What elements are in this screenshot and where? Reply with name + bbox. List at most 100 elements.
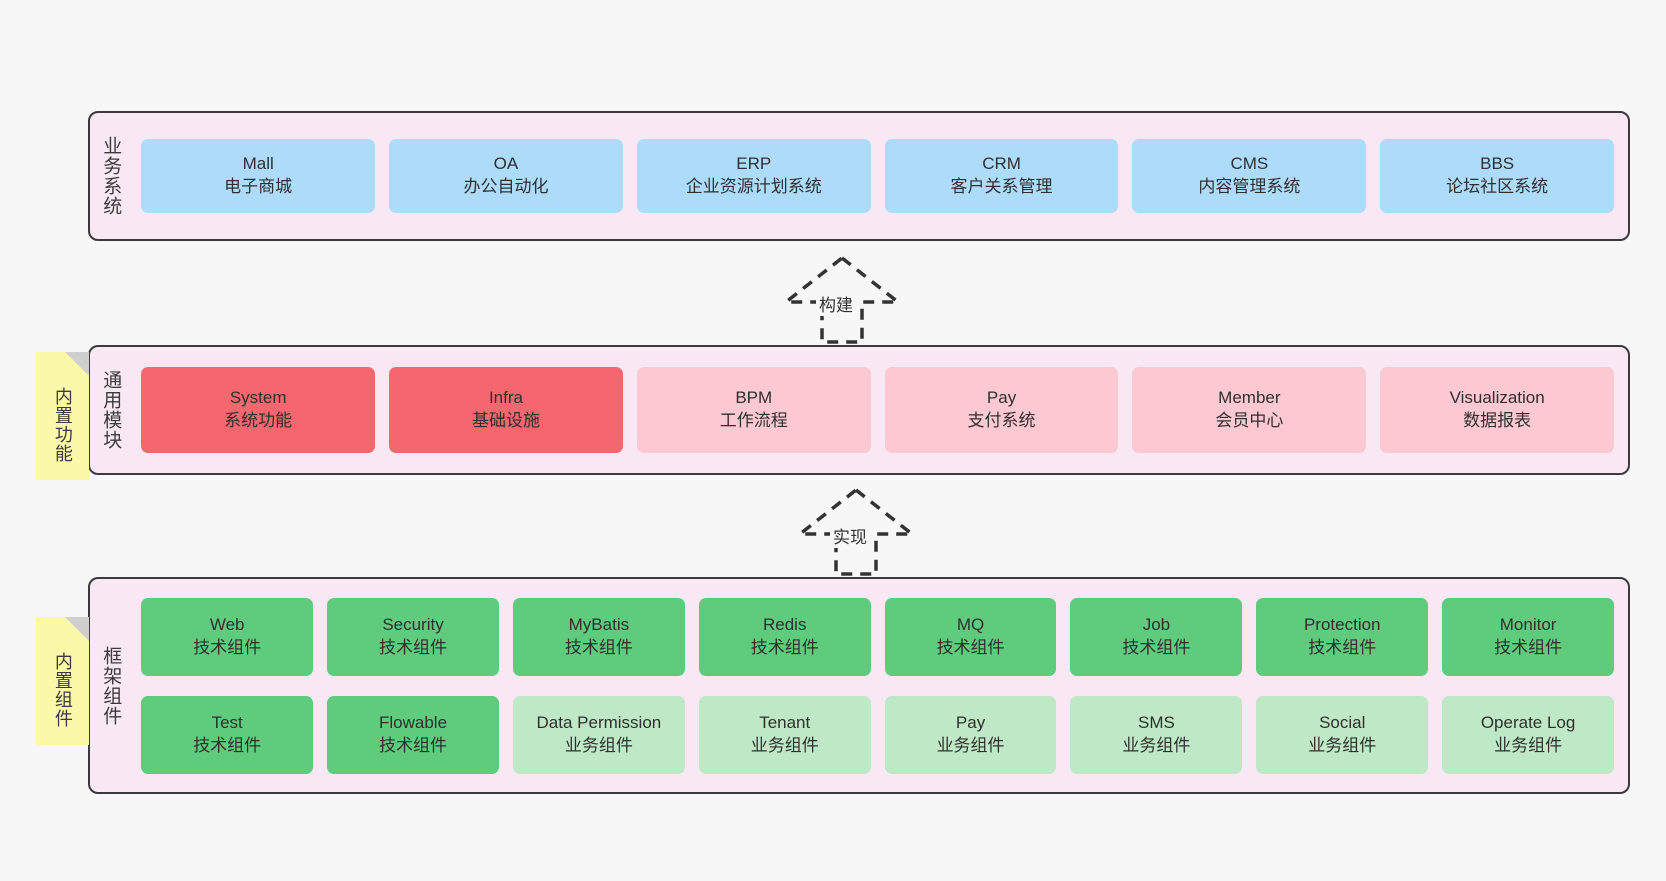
cell-title: Infra [488,388,523,408]
cell-title: MyBatis [568,614,630,634]
cell-infra[interactable]: Infra 基础设施 [389,367,623,453]
cell-title: Redis [762,614,807,634]
cell-subtitle: 技术组件 [1122,637,1191,657]
cell-subtitle: 技术组件 [1494,637,1563,657]
cell-sms[interactable]: SMS 业务组件 [1070,695,1243,774]
cell-pay-business[interactable]: Pay 业务组件 [884,695,1057,774]
cell-web[interactable]: Web 技术组件 [141,597,314,676]
cell-flowable[interactable]: Flowable 技术组件 [327,695,499,774]
layer-caption-business-system: 业务系统 [100,136,122,216]
cell-pay[interactable]: Pay 支付系统 [884,367,1119,453]
cell-title: Monitor [1499,614,1557,634]
cell-subtitle: 业务组件 [1308,735,1377,755]
cell-system[interactable]: System 系统功能 [141,367,376,453]
arrow-label-implement: 实现 [830,523,870,548]
sticky-note-builtin-function[interactable]: 内置功能 [36,352,89,480]
cell-title: Visualization [1449,388,1545,408]
cell-title: Operate Log [1480,712,1576,732]
cell-title: Data Permission [536,712,662,732]
layer-common-modules[interactable]: 通用模块 System 系统功能 Infra 基础设施 BPM 工作流程 Pay… [88,345,1630,475]
cell-title: SMS [1137,712,1175,732]
cell-subtitle: 电子商城 [224,177,293,196]
cell-tenant[interactable]: Tenant 业务组件 [698,695,871,774]
generalization-arrow-build: 构建 [752,252,932,344]
cell-data-permission[interactable]: Data Permission 业务组件 [512,695,685,774]
cell-subtitle: 技术组件 [379,637,448,657]
cell-operate-log[interactable]: Operate Log 业务组件 [1442,695,1615,774]
cell-title: CMS [1230,154,1269,174]
page-fold-icon [65,352,89,376]
cell-row: Mall 电子商城 OA 办公自动化 ERP 企业资源计划系统 CRM 客户关系… [141,139,1615,213]
cell-social[interactable]: Social 业务组件 [1256,695,1429,774]
cell-job[interactable]: Job 技术组件 [1070,597,1243,676]
cell-row: System 系统功能 Infra 基础设施 BPM 工作流程 Pay 支付系统… [141,367,1615,453]
cell-title: Pay [986,388,1017,408]
cell-oa[interactable]: OA 办公自动化 [389,139,623,213]
cell-test[interactable]: Test 技术组件 [141,695,314,774]
cell-title: System [229,388,287,408]
cell-subtitle: 工作流程 [719,411,788,430]
cell-subtitle: 业务组件 [564,735,633,755]
cell-subtitle: 内容管理系统 [1198,177,1301,196]
cell-title: Social [1319,712,1366,732]
cell-subtitle: 数据报表 [1463,411,1532,430]
arrow-label-build: 构建 [816,291,856,316]
cell-protection[interactable]: Protection 技术组件 [1256,597,1429,676]
cell-title: Member [1218,388,1281,408]
cell-subtitle: 技术组件 [936,637,1005,657]
layer-framework-components[interactable]: 框架组件 Web 技术组件 Security 技术组件 MyBatis 技术组件… [88,577,1630,794]
cell-crm[interactable]: CRM 客户关系管理 [884,139,1119,213]
cell-monitor[interactable]: Monitor 技术组件 [1442,597,1615,676]
cell-row: Test 技术组件 Flowable 技术组件 Data Permission … [141,695,1615,774]
cell-subtitle: 系统功能 [224,411,293,430]
cell-title: ERP [736,154,772,174]
cell-subtitle: 支付系统 [967,411,1036,430]
cell-title: Mall [242,154,274,174]
cell-erp[interactable]: ERP 企业资源计划系统 [636,139,871,213]
cell-redis[interactable]: Redis 技术组件 [698,597,871,676]
generalization-arrow-implement: 实现 [766,484,946,576]
cell-subtitle: 技术组件 [750,637,819,657]
cell-subtitle: 技术组件 [379,735,448,755]
sticky-note-label: 内置组件 [52,652,73,728]
cell-visualization[interactable]: Visualization 数据报表 [1380,367,1615,453]
cell-title: Pay [955,712,986,732]
cell-title: Test [211,712,243,732]
cell-subtitle: 技术组件 [193,735,262,755]
cell-bpm[interactable]: BPM 工作流程 [636,367,871,453]
cell-subtitle: 业务组件 [936,735,1005,755]
cell-title: Job [1142,614,1171,634]
cell-title: Web [209,614,245,634]
sticky-note-label: 内置功能 [52,387,73,463]
sticky-note-builtin-component[interactable]: 内置组件 [36,617,89,745]
layer-body-business-system: Mall 电子商城 OA 办公自动化 ERP 企业资源计划系统 CRM 客户关系… [127,113,1628,239]
page-fold-icon [65,617,89,641]
cell-cms[interactable]: CMS 内容管理系统 [1132,139,1367,213]
cell-row: Web 技术组件 Security 技术组件 MyBatis 技术组件 Redi… [141,597,1615,676]
cell-security[interactable]: Security 技术组件 [327,597,499,676]
layer-body-framework-components: Web 技术组件 Security 技术组件 MyBatis 技术组件 Redi… [127,579,1628,792]
cell-title: Tenant [759,712,811,732]
cell-mybatis[interactable]: MyBatis 技术组件 [512,597,685,676]
layer-business-system[interactable]: 业务系统 Mall 电子商城 OA 办公自动化 ERP 企业资源计划系统 CRM… [88,111,1630,241]
cell-title: Security [382,614,444,634]
cell-mq[interactable]: MQ 技术组件 [884,597,1057,676]
cell-member[interactable]: Member 会员中心 [1132,367,1367,453]
cell-subtitle: 业务组件 [750,735,819,755]
cell-subtitle: 业务组件 [1494,735,1563,755]
cell-title: Protection [1303,614,1381,634]
layer-body-common-modules: System 系统功能 Infra 基础设施 BPM 工作流程 Pay 支付系统… [127,347,1628,473]
cell-subtitle: 业务组件 [1122,735,1191,755]
cell-title: CRM [982,154,1021,174]
cell-subtitle: 论坛社区系统 [1446,177,1549,196]
cell-subtitle: 客户关系管理 [950,177,1053,196]
cell-bbs[interactable]: BBS 论坛社区系统 [1380,139,1615,213]
cell-subtitle: 基础设施 [471,411,540,430]
cell-subtitle: 技术组件 [564,637,633,657]
cell-title: Flowable [379,712,448,732]
cell-mall[interactable]: Mall 电子商城 [141,139,376,213]
cell-title: OA [493,154,519,174]
cell-subtitle: 企业资源计划系统 [685,177,822,196]
cell-title: BPM [735,388,773,408]
